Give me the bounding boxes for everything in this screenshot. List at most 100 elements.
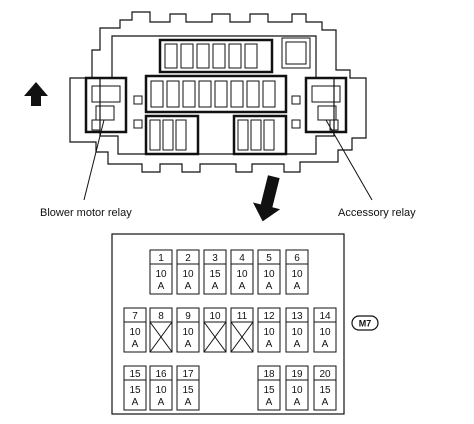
- fuse-number: 10: [209, 311, 221, 322]
- fuse-7: 7 10A: [123, 307, 147, 353]
- fuse-slot: [149, 307, 173, 353]
- fuse-amperage: 15: [263, 385, 275, 396]
- fuse-amperage: 15: [129, 385, 141, 396]
- fuse-20: 20 15A: [313, 365, 337, 411]
- fuse-unit: A: [132, 397, 139, 408]
- fuse-number: 3: [212, 253, 218, 264]
- fuse-number: 18: [263, 369, 275, 380]
- fuse-number: 13: [291, 311, 303, 322]
- fuse-number: 15: [129, 369, 141, 380]
- fuse-slot: [313, 365, 337, 411]
- fuse-number: 4: [239, 253, 245, 264]
- fuse-slot: [285, 365, 309, 411]
- empty-slot-cross: [230, 321, 254, 353]
- fuse-amperage: 10: [319, 327, 331, 338]
- fuse-slot: [123, 365, 147, 411]
- fuse-slot: [203, 307, 227, 353]
- fuse-number: 11: [237, 311, 248, 322]
- empty-slot-cross: [149, 321, 173, 353]
- fuse-amperage: 15: [209, 269, 221, 280]
- fuse-11: 11: [230, 307, 254, 353]
- fuse-number: 7: [132, 311, 138, 322]
- fuse-slot: [149, 249, 173, 295]
- fuse-slot: [230, 249, 254, 295]
- fuse-amperage: 10: [155, 269, 167, 280]
- fuse-unit: A: [185, 397, 192, 408]
- fuse-number: 5: [266, 253, 272, 264]
- middle-fuse-cavities: [133, 74, 301, 129]
- fuse-unit: A: [294, 339, 301, 350]
- blower-relay-leader: [83, 119, 105, 201]
- fuse-slot: [257, 307, 281, 353]
- fuse-amperage: 10: [291, 269, 303, 280]
- fuse-slot: [285, 249, 309, 295]
- connector-badge: M7: [351, 315, 379, 331]
- fuse-unit: A: [239, 281, 246, 292]
- fuse-12: 12 10A: [257, 307, 281, 353]
- fuse-amperage: 10: [263, 327, 275, 338]
- fuse-detail-panel: [111, 233, 345, 415]
- fuse-amperage: 10: [182, 269, 194, 280]
- fuse-slot: [149, 365, 173, 411]
- fuse-unit: A: [158, 281, 165, 292]
- fuse-number: 6: [294, 253, 300, 264]
- fuse-amperage: 10: [263, 269, 275, 280]
- fuse-slot: [257, 365, 281, 411]
- fuse-block-housing: [69, 11, 367, 173]
- fuse-slot: [176, 249, 200, 295]
- accessory-relay-label: Accessory relay: [338, 207, 416, 219]
- blower-motor-relay-label: Blower motor relay: [40, 207, 132, 219]
- fuse-unit: A: [294, 397, 301, 408]
- fuse-unit: A: [158, 397, 165, 408]
- fuse-unit: A: [322, 339, 329, 350]
- fuse-17: 17 15A: [176, 365, 200, 411]
- fuse-amperage: 10: [291, 385, 303, 396]
- fuse-amperage: 10: [291, 327, 303, 338]
- accessory-relay-socket: [304, 76, 348, 134]
- fuse-19: 19 10A: [285, 365, 309, 411]
- fuse-unit: A: [266, 397, 273, 408]
- fuse-amperage: 10: [129, 327, 141, 338]
- fuse-number: 19: [291, 369, 303, 380]
- fuse-slot: [313, 307, 337, 353]
- front-arrow-icon: [24, 82, 48, 106]
- fuse-number: 9: [185, 311, 191, 322]
- fuse-number: 12: [263, 311, 275, 322]
- fuse-amperage: 10: [155, 385, 167, 396]
- fuse-3: 3 15A: [203, 249, 227, 295]
- fuse-number: 20: [319, 369, 331, 380]
- connector-label: M7: [359, 319, 372, 329]
- fuse-slot: [230, 307, 254, 353]
- fuse-unit: A: [212, 281, 219, 292]
- fuse-slot: [176, 365, 200, 411]
- fuse-amperage: 15: [182, 385, 194, 396]
- fuse-unit: A: [132, 339, 139, 350]
- fuse-slot: [176, 307, 200, 353]
- fuse-number: 2: [185, 253, 191, 264]
- empty-slot-cross: [203, 321, 227, 353]
- fuse-unit: A: [266, 339, 273, 350]
- fuse-slot: [123, 307, 147, 353]
- accessory-relay-leader: [325, 119, 373, 201]
- fuse-slot: [203, 249, 227, 295]
- fuse-number: 17: [182, 369, 194, 380]
- fuse-13: 13 10A: [285, 307, 309, 353]
- fuse-unit: A: [322, 397, 329, 408]
- fuse-10: 10: [203, 307, 227, 353]
- fuse-unit: A: [185, 339, 192, 350]
- fuse-9: 9 10A: [176, 307, 200, 353]
- fuse-number: 8: [158, 311, 164, 322]
- fuse-amperage: 10: [236, 269, 248, 280]
- detail-pointer-arrow: [252, 175, 281, 222]
- upper-fuse-cavities: [158, 37, 311, 74]
- fuse-amperage: 10: [182, 327, 194, 338]
- fuse-amperage: 15: [319, 385, 331, 396]
